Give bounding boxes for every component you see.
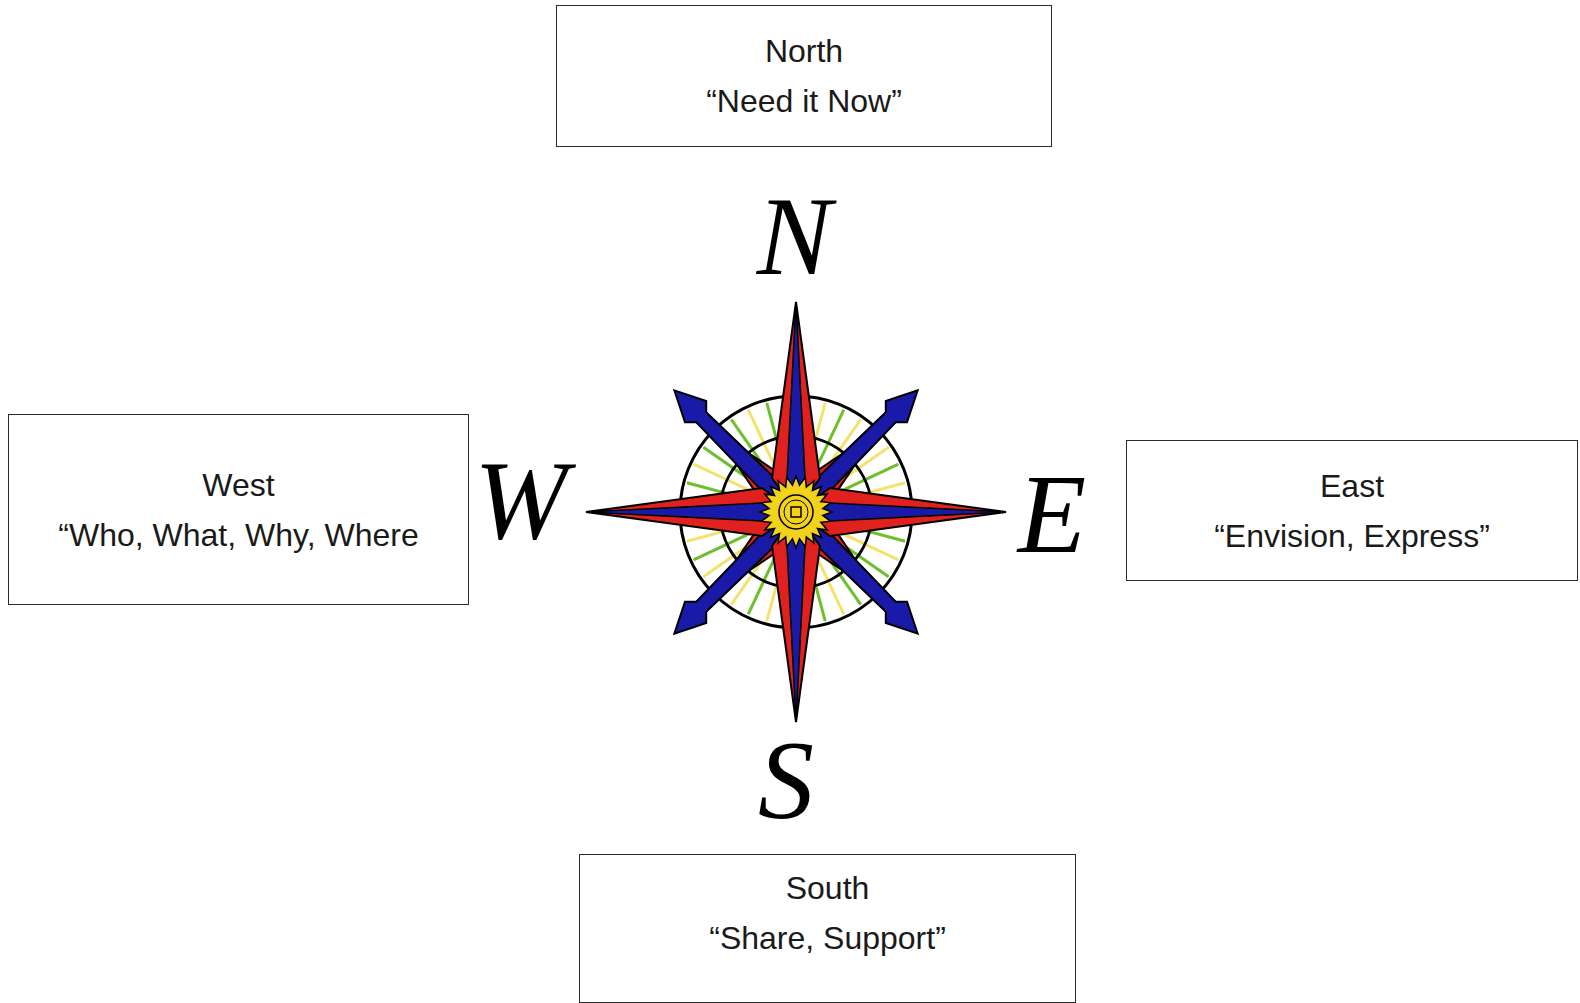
direction-motto: “Who, What, Why, Where — [58, 510, 418, 560]
sun-core-ring — [784, 500, 808, 524]
direction-name: South — [786, 863, 870, 913]
direction-motto: “Need it Now” — [706, 76, 902, 126]
sun-center — [760, 476, 832, 548]
direction-box: West“Who, What, Why, Where — [8, 414, 469, 605]
cardinal-points — [586, 302, 1006, 722]
compass-letter: E — [1018, 458, 1086, 570]
direction-motto: “Envision, Express” — [1214, 511, 1490, 561]
direction-motto: “Share, Support” — [709, 913, 946, 963]
direction-name: East — [1320, 461, 1384, 511]
direction-box: East“Envision, Express” — [1126, 440, 1578, 581]
compass-letter: W — [474, 444, 567, 556]
sun-square — [791, 507, 801, 517]
compass-letter: N — [757, 180, 832, 292]
direction-name: North — [765, 26, 843, 76]
direction-box: South“Share, Support” — [579, 854, 1076, 1003]
direction-name: West — [202, 460, 274, 510]
direction-box: North“Need it Now” — [556, 5, 1052, 147]
compass-rose — [586, 302, 1006, 722]
compass-letter: S — [758, 724, 814, 836]
sun-core — [779, 495, 813, 529]
